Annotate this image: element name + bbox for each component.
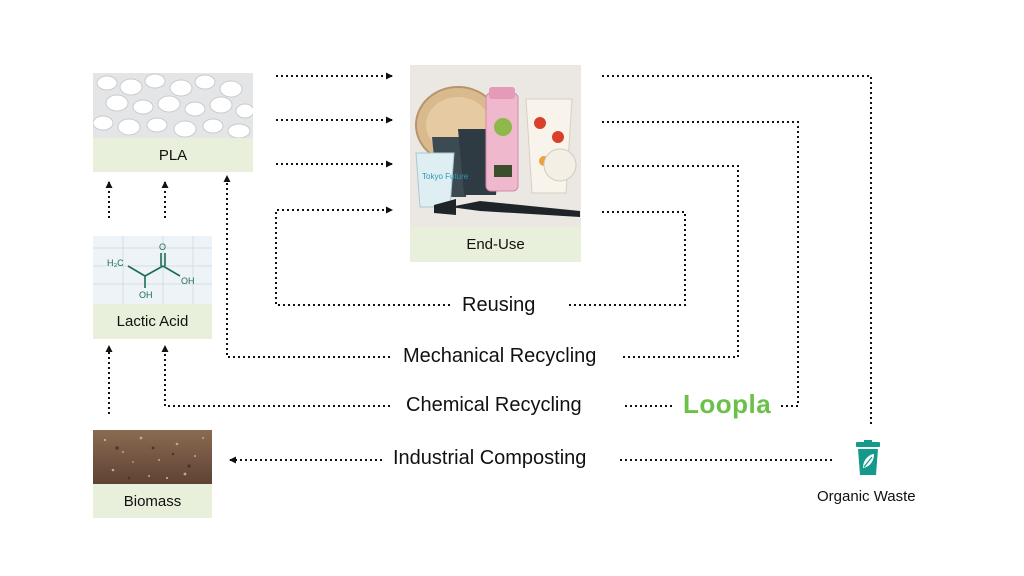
arrow-mechanical-to-pla	[223, 175, 390, 358]
industrial-composting-label: Industrial Composting	[393, 447, 587, 469]
line-enduse-to-organic	[602, 75, 872, 424]
pla-label: PLA	[93, 138, 253, 172]
end-use-card: Tokyo Future End-Use	[410, 65, 581, 262]
line-enduse-to-reusing	[567, 211, 686, 306]
lactic-acid-card: H₃C O OH OH Lactic Acid	[93, 236, 212, 339]
line-enduse-to-mechanical	[602, 165, 739, 358]
formula-oh-bottom: OH	[139, 290, 153, 300]
formula-oh-right: OH	[181, 276, 195, 286]
formula-o: O	[159, 242, 166, 252]
lactic-acid-label: Lactic Acid	[93, 304, 212, 339]
reusing-label: Reusing	[462, 294, 536, 316]
formula-ch3: H₃C	[107, 258, 124, 268]
arrow-chemical-to-lactic	[161, 345, 390, 407]
end-use-label: End-Use	[410, 227, 581, 262]
soil-image	[93, 430, 212, 484]
lactic-acid-structure: H₃C O OH OH	[93, 236, 212, 304]
tableware-image: Tokyo Future	[410, 65, 581, 227]
pla-card: PLA	[93, 73, 253, 172]
pla-pellets-image	[93, 73, 253, 138]
mechanical-recycling-label: Mechanical Recycling	[403, 345, 597, 367]
chemical-recycling-label: Chemical Recycling	[406, 394, 582, 416]
cup-print-text: Tokyo Future	[422, 172, 469, 181]
biomass-label: Biomass	[93, 484, 212, 518]
biomass-card: Biomass	[93, 430, 212, 518]
loopla-logo: Loopla	[683, 389, 772, 419]
trash-bin-leaf-icon	[856, 440, 880, 475]
arrow-reusing-to-enduse	[275, 206, 450, 306]
line-enduse-to-loopla	[602, 121, 799, 407]
organic-waste-label: Organic Waste	[817, 488, 916, 505]
